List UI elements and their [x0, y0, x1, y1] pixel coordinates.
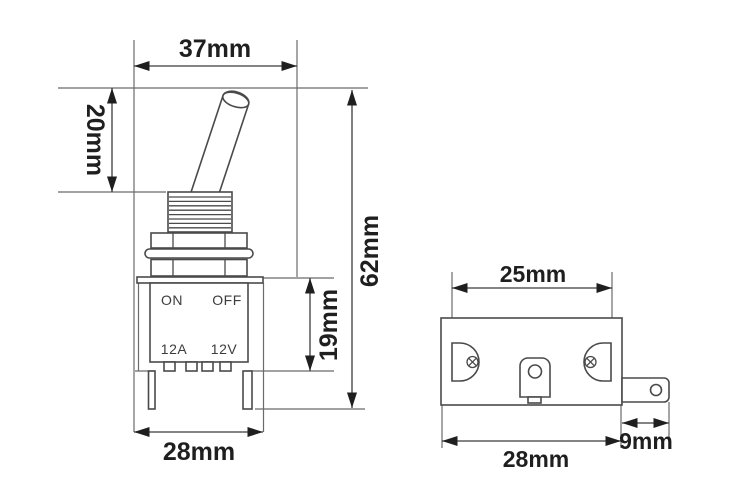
mount-ear-left-shape	[451, 342, 480, 382]
dim-body-height-label: 19mm	[315, 289, 343, 361]
hex-nut-upper-outline	[150, 232, 248, 249]
dim-total-height-label: 62mm	[356, 215, 384, 287]
threaded-bushing	[167, 191, 233, 233]
terminal-pin-left	[147, 370, 156, 410]
mounting-flange	[136, 276, 264, 284]
lever-end-cap	[221, 91, 250, 109]
side-view: 37mm 20mm 62mm 19mm 28mm	[58, 35, 384, 466]
body-label-voltage-rating: 12V	[211, 341, 238, 357]
screw-head-right	[584, 355, 597, 369]
terminal-tab	[201, 361, 214, 372]
mount-ear-right-shape	[583, 342, 612, 382]
center-tab-notch	[527, 396, 542, 404]
bushing-threads	[169, 196, 231, 229]
center-tab-hole	[527, 364, 543, 379]
bottom-view: 25mm 28mm 9mm	[440, 261, 673, 472]
terminal-tab	[219, 361, 232, 372]
dim-top-width-label: 37mm	[179, 35, 251, 63]
bushing-outline	[167, 191, 233, 233]
hex-nut-lower-facets	[172, 259, 226, 276]
terminal-tabs	[163, 361, 232, 372]
side-terminal-hole	[649, 383, 663, 397]
hex-nut-lower	[150, 258, 248, 277]
dim-mount-spacing-label: 25mm	[500, 261, 566, 287]
body-label-off: OFF	[212, 292, 242, 308]
dim-lever-height-label: 20mm	[81, 104, 109, 176]
dim-terminal-length-label: 9mm	[619, 428, 673, 454]
hex-nut-lower-outline	[150, 258, 248, 277]
body-label-current-rating: 12A	[161, 341, 188, 357]
toggle-lever	[189, 90, 250, 203]
terminal-tab	[185, 361, 198, 372]
washer	[144, 248, 254, 259]
terminal-tab	[163, 361, 176, 372]
dim-body-width-label: 28mm	[163, 438, 235, 466]
center-tab	[519, 357, 551, 404]
switch-body	[149, 282, 249, 363]
screw-cross-left	[468, 357, 477, 367]
screw-head-left	[466, 355, 479, 369]
terminal-pin-right	[242, 370, 253, 410]
dim-body-length-label: 28mm	[503, 446, 569, 472]
mount-ear-left	[451, 342, 480, 382]
screw-cross-right	[586, 357, 595, 367]
hex-nut-upper	[150, 232, 248, 249]
side-terminal-lug	[621, 377, 670, 403]
mount-ear-right	[583, 342, 612, 382]
body-label-on: ON	[161, 292, 183, 308]
hex-nut-upper-facets	[172, 233, 226, 248]
